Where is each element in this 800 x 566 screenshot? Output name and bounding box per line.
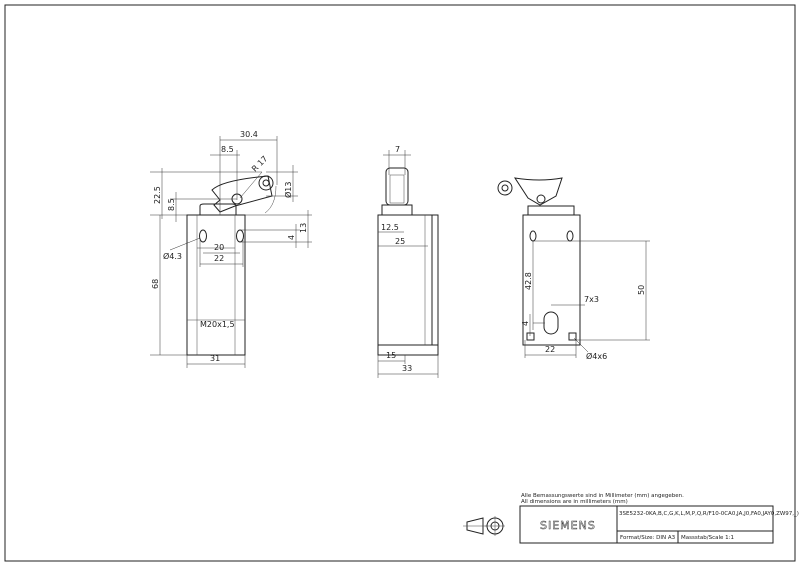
dim-68: 68 [151,279,160,289]
front-view: 30.4 8.5 R 17 Ø13 22.5 8.5 4 13 Ø4.3 20 … [150,130,312,368]
scale: Massstab/Scale 1:1 [681,535,734,541]
dim-30-4: 30.4 [240,130,258,139]
back-view: 42.8 50 7x3 4 22 Ø4x6 [497,177,650,361]
note-english: All dimensions are in millimeters (mm) [521,499,628,505]
dim-r17: R 17 [250,154,269,173]
dim-50: 50 [637,285,646,295]
dim-4x6-dia: Ø4x6 [586,351,607,361]
side-view: 7 12.5 25 15 33 [377,145,439,378]
dim-13-dia: Ø13 [283,182,293,198]
dim-4: 4 [287,235,296,240]
dim-8-5-top: 8.5 [221,145,234,154]
thread-label: M20x1,5 [200,320,235,329]
dim-25: 25 [395,237,405,246]
dim-22: 22 [214,254,224,263]
dim-33: 33 [402,364,412,373]
dim-42-8: 42.8 [524,272,533,290]
dim-4-back: 4 [521,321,530,326]
drawing-frame [4,4,796,562]
dim-22-5: 22.5 [153,186,162,204]
dim-4-3-dia: Ø4.3 [163,251,182,261]
part-number: 3SE5232-0KA,B,C,G,K,L,M,P,Q,R/F10-0CA0,J… [619,511,799,517]
dim-15: 15 [386,351,396,360]
dim-13: 13 [299,223,308,233]
dim-7: 7 [395,145,400,154]
dim-7x3: 7x3 [584,295,599,304]
siemens-logo: SIEMENS [540,519,596,532]
format-size: Format/Size: DIN A3 [620,535,676,541]
dim-8-5-left: 8.5 [167,198,176,211]
note-german: Alle Bemassungswerte sind in Millimeter … [521,493,684,499]
dim-12-5: 12.5 [381,223,399,232]
dim-31: 31 [210,354,220,363]
dim-22-back: 22 [545,345,555,354]
title-block: SIEMENS 3SE5232-0KA,B,C,G,K,L,M,P,Q,R/F1… [519,505,799,544]
projection-symbol [463,516,505,536]
dim-20: 20 [214,243,224,252]
